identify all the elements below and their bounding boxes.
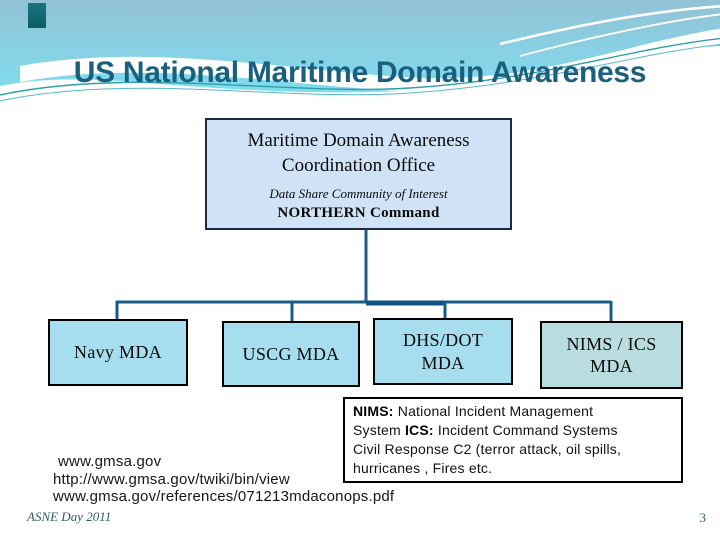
org-box-nims-ics-mda: NIMS / ICS MDA: [540, 321, 683, 389]
org-box-label: NIMS / ICS MDA: [566, 333, 657, 377]
link-mdaconops-pdf: www.gmsa.gov/references/071213mdaconops.…: [53, 488, 395, 505]
org-root-command: NORTHERN Command: [277, 205, 440, 222]
white-curve-1: [499, 4, 720, 46]
nims-definition-note-box: NIMS: National Incident Management Syste…: [343, 397, 683, 483]
header-wave-decoration: [0, 0, 720, 102]
note-text: System: [353, 422, 405, 438]
org-root-subtitle: Data Share Community of Interest: [269, 186, 448, 202]
note-line: NIMS: National Incident Management: [353, 402, 673, 421]
note-text: Civil Response C2 (terror attack, oil sp…: [353, 441, 622, 457]
slide-title: US National Maritime Domain Awareness: [73, 56, 647, 89]
white-curve-2: [519, 13, 720, 57]
org-box-dhs-dot-mda: DHS/DOT MDA: [373, 318, 513, 385]
org-box-label: USCG MDA: [242, 343, 340, 364]
teal-curve-2: [0, 44, 720, 102]
note-line: System ICS: Incident Command Systems: [353, 421, 673, 440]
org-box-label: Navy MDA: [74, 342, 162, 363]
note-line: hurricanes , Fires etc.: [353, 459, 673, 478]
note-term-ics: ICS:: [404, 422, 434, 438]
org-root-title: Maritime Domain Awareness Coordination O…: [247, 130, 470, 177]
org-root-box: Maritime Domain Awareness Coordination O…: [205, 118, 512, 230]
note-line: Civil Response C2 (terror attack, oil sp…: [353, 440, 673, 459]
link-twiki-view: http://www.gmsa.gov/twiki/bin/view: [53, 470, 290, 488]
org-box-label: DHS/DOT MDA: [402, 330, 484, 373]
teal-curve-1: [0, 37, 720, 96]
note-text: Incident Command Systems: [433, 422, 618, 438]
note-text: hurricanes , Fires etc.: [353, 460, 493, 476]
note-term-nims: NIMS:: [353, 403, 394, 419]
note-text: National Incident Management: [393, 403, 594, 419]
footer-event-label: ASNE Day 2011: [27, 509, 112, 524]
corner-accent-tab: [28, 3, 46, 28]
org-box-uscg-mda: USCG MDA: [222, 321, 360, 387]
reference-links: www.gmsa.gov http://www.gmsa.gov/twiki/b…: [53, 453, 394, 506]
link-gmsa-gov: www.gmsa.gov: [58, 453, 162, 470]
page-number: 3: [699, 510, 707, 525]
org-box-navy-mda: Navy MDA: [48, 319, 188, 386]
